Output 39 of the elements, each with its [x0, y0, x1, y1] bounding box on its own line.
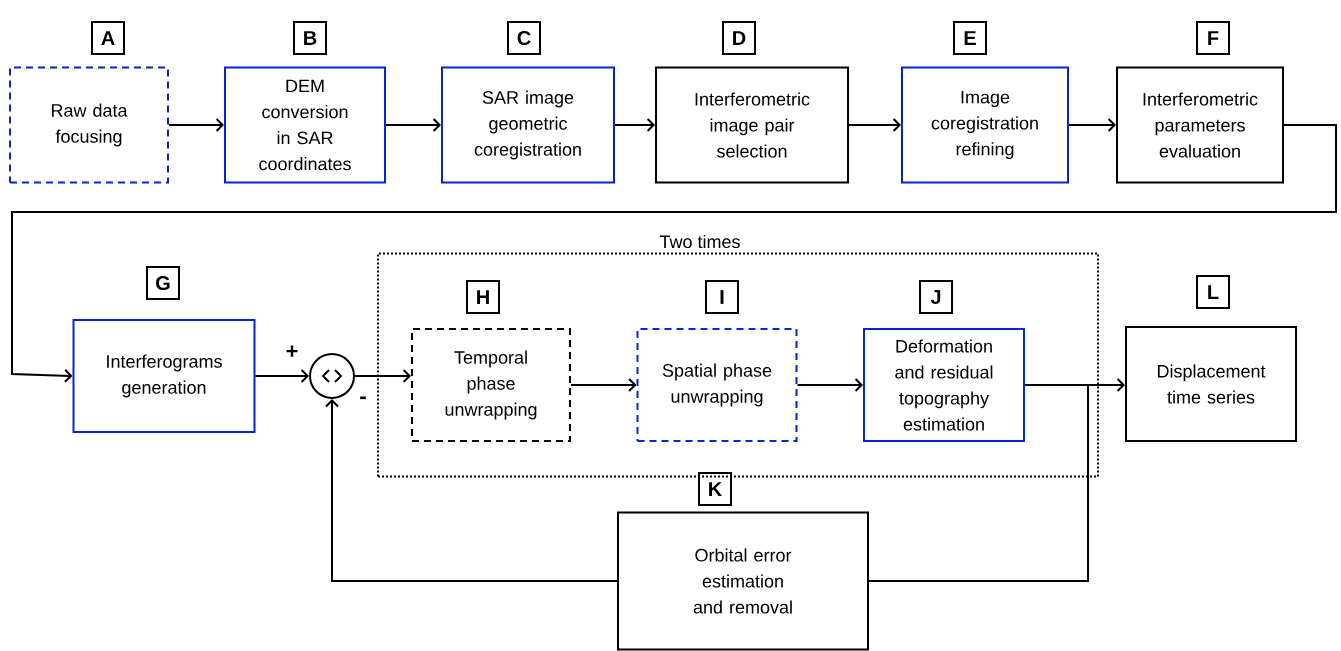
letter-box: C [507, 21, 541, 55]
arrow [848, 118, 901, 132]
arrow [254, 369, 309, 383]
process-box: Raw data focusing [9, 66, 169, 184]
arrow [614, 118, 655, 132]
letter-box: F [1196, 21, 1230, 55]
node-label: Two times [659, 234, 740, 249]
arrow [168, 118, 224, 132]
letter-box: G [146, 266, 180, 300]
letter-box: J [919, 280, 953, 314]
letter-box: L [1196, 275, 1230, 309]
arrow [11, 124, 1337, 383]
process-box: Displacement time series [1125, 326, 1297, 442]
process-box: Temporal phase unwrapping [411, 328, 571, 442]
process-box: Interferometric parameters evaluation [1116, 66, 1284, 184]
process-box: SAR image geometric coregistration [441, 66, 615, 184]
arrow [796, 378, 863, 392]
letter-box: D [722, 21, 756, 55]
arrow [354, 369, 411, 383]
arrow [385, 118, 441, 132]
letter-box: H [466, 280, 500, 314]
letter-box: K [698, 472, 732, 506]
process-box: Orbital error estimation and removal [617, 511, 869, 651]
sign-label: - [360, 396, 366, 400]
process-box: Spatial phase unwrapping [636, 328, 798, 442]
process-box: DEM conversion in SAR coordinates [224, 66, 386, 184]
arrow [570, 378, 637, 392]
letter-box: E [953, 21, 987, 55]
process-box: Image coregistration refining [901, 66, 1069, 184]
process-box: Deformation and residual topography estimation [863, 328, 1025, 442]
sign-label: + [286, 345, 298, 357]
letter-box: I [705, 280, 739, 314]
process-box: Interferograms generation [72, 319, 256, 433]
process-box: Interferometric image pair selection [655, 66, 849, 184]
summing-junction [309, 353, 355, 399]
letter-box: B [293, 21, 327, 55]
letter-box: A [91, 21, 125, 55]
arrow [325, 399, 618, 582]
arrow [1068, 118, 1116, 132]
